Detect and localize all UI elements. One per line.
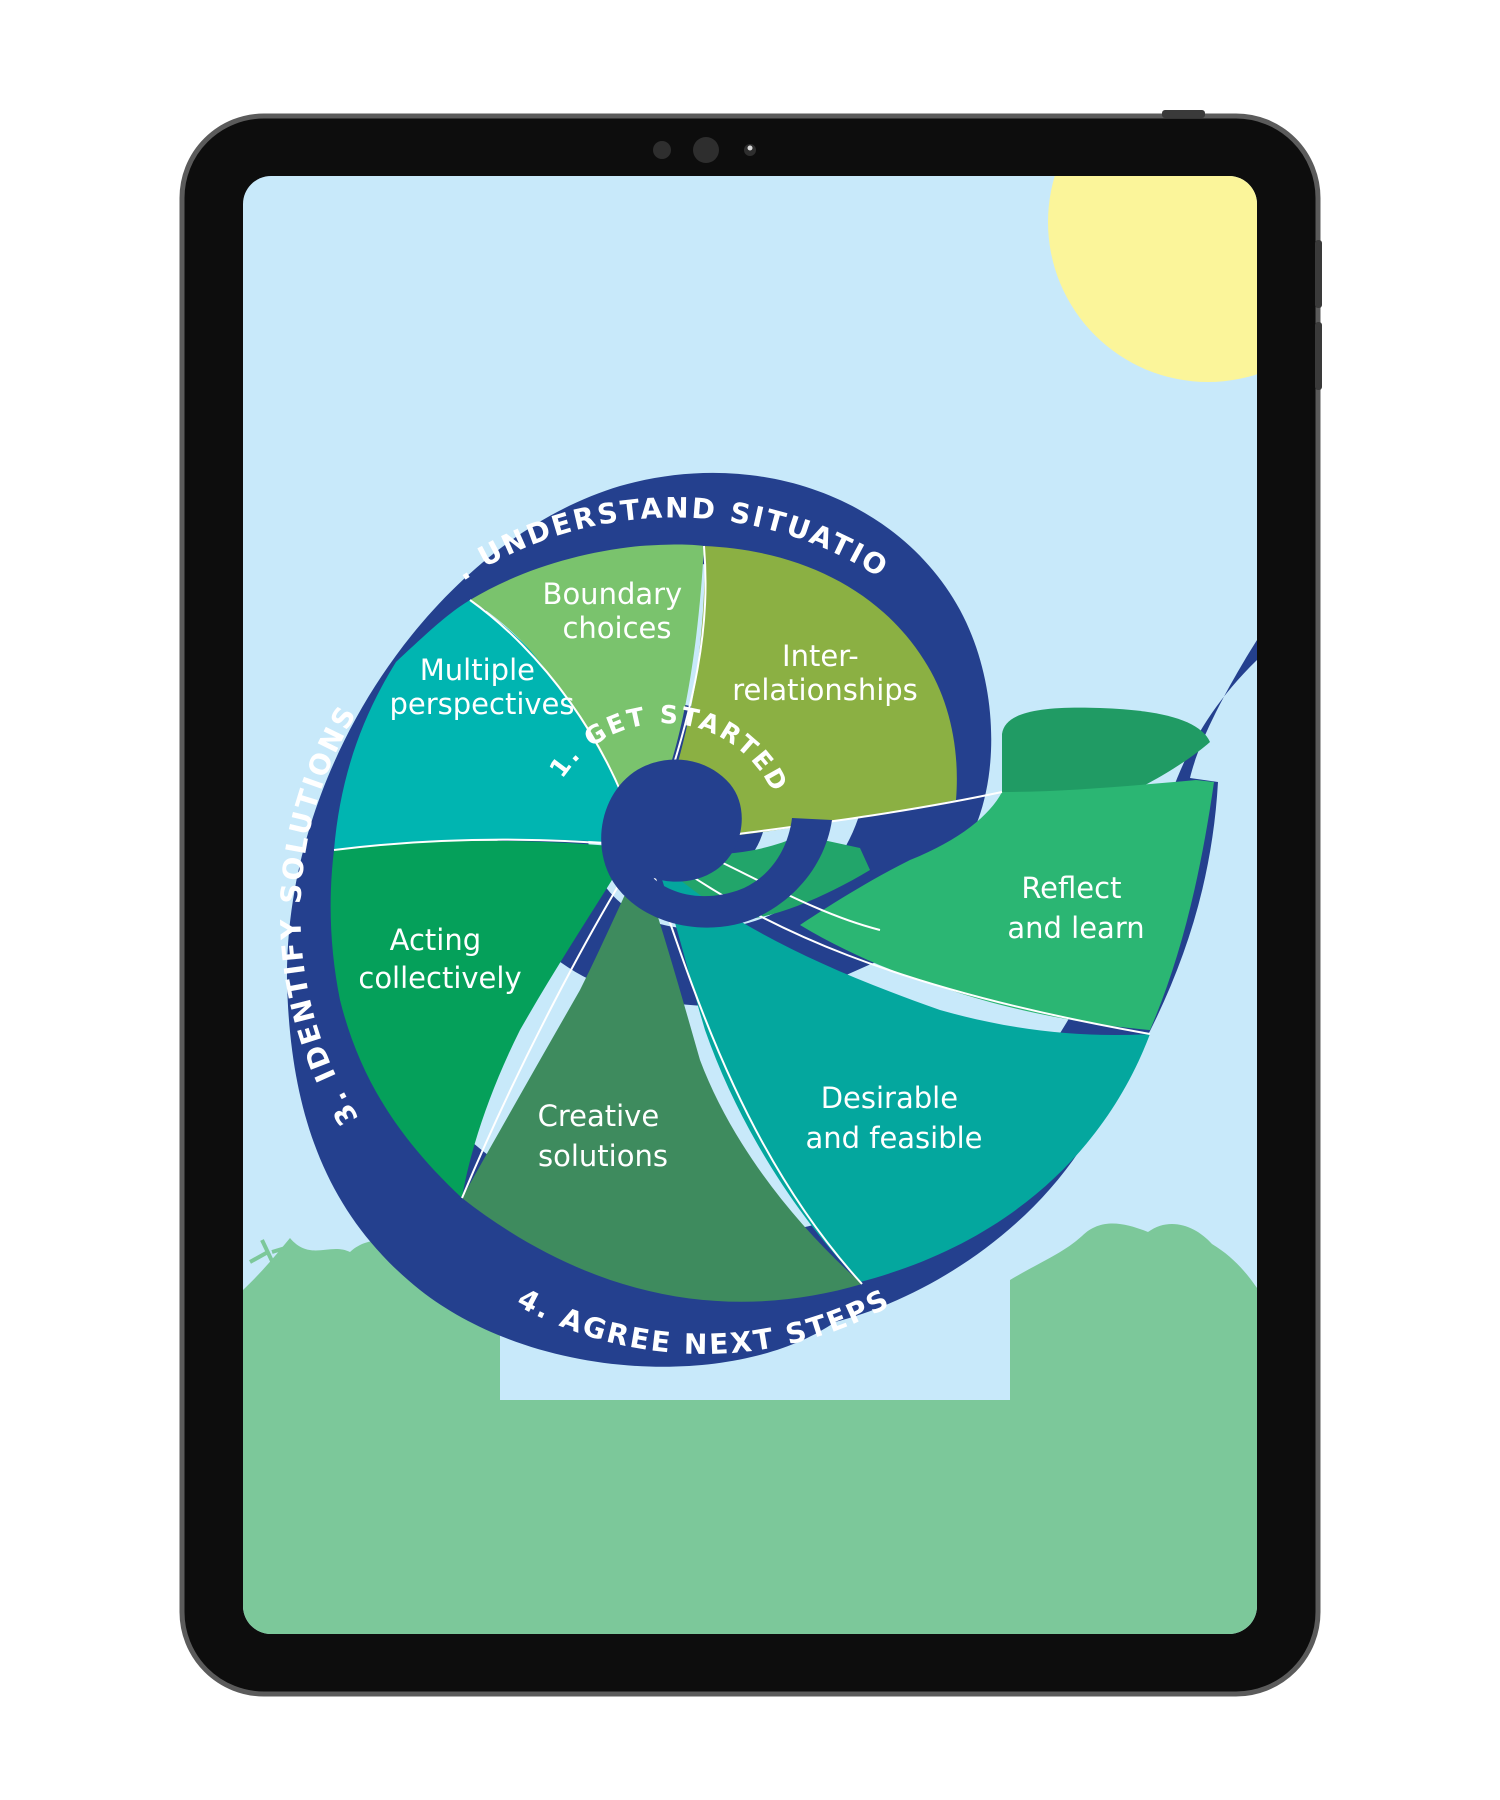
segment-label-inter-relationships: Inter- relationships: [732, 639, 918, 707]
segment-creative-solutions: [462, 862, 862, 1302]
volume-up-button: [1315, 240, 1322, 308]
segment-label-multiple-perspectives: Multiple perspectives: [389, 653, 574, 721]
segment-label-acting-collectively: Acting collectively: [358, 923, 521, 995]
segment-label-boundary-choices: Boundary choices: [543, 577, 692, 645]
segment-reflect-and-learn-back: [1002, 707, 1210, 792]
segment-desirable-and-feasible: [655, 858, 1150, 1282]
sun: [1048, 176, 1257, 382]
top-button: [1162, 110, 1205, 118]
segment-label-reflect-and-learn: Reflect and learn: [1007, 871, 1144, 945]
segment-reflect-and-learn: [800, 780, 1214, 1030]
volume-down-button: [1315, 322, 1322, 390]
fern-leaf-right: [1038, 1260, 1109, 1348]
spiral-center: [601, 759, 832, 928]
segment-multiple-perspectives: [334, 600, 636, 850]
sensor-dot: [653, 141, 671, 159]
segment-acting-collectively: [330, 840, 632, 1198]
segment-label-creative-solutions: Creative solutions: [538, 1099, 669, 1173]
segment-label-desirable-and-feasible: Desirable and feasible: [805, 1081, 982, 1155]
camera-lens: [693, 137, 719, 163]
segment-inter-relationships: [646, 546, 957, 844]
screen: 2. UNDERSTAND SITUATION 3. IDENTIFY SOLU…: [243, 176, 1257, 1634]
